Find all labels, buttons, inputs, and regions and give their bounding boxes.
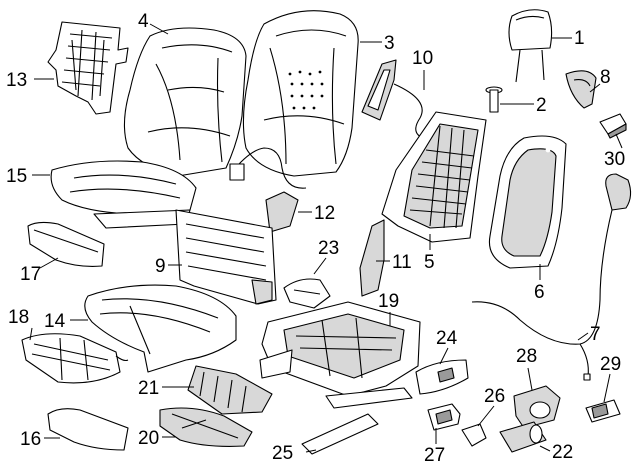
callout-26: 26	[484, 386, 505, 407]
callout-21: 21	[138, 378, 159, 399]
callout-9: 9	[155, 256, 166, 277]
part-23-hinge-cover	[283, 278, 331, 309]
part-25-inner-trim	[301, 413, 379, 455]
callout-17: 17	[20, 264, 41, 285]
callout-18: 18	[8, 307, 29, 328]
part-9-heater-mat-back	[175, 209, 277, 305]
part-13-back-heater	[47, 21, 129, 115]
callout-19: 19	[378, 291, 399, 312]
callout-12: 12	[314, 203, 335, 224]
part-10-side-airbag	[361, 59, 431, 141]
callout-8: 8	[600, 67, 611, 88]
callout-20: 20	[138, 428, 159, 449]
part-15-cushion-cover	[50, 160, 197, 229]
callout-22: 22	[552, 442, 573, 463]
part-29-memory-switch	[585, 399, 621, 423]
callout-2: 2	[536, 95, 547, 116]
part-2-headrest-guide	[485, 86, 503, 113]
part-30-release-knob	[599, 113, 627, 139]
callout-30: 30	[604, 149, 625, 170]
callout-11: 11	[392, 252, 412, 273]
part-18-cushion-heater	[21, 333, 129, 384]
part-22-lumbar-pump	[499, 421, 547, 453]
callout-14: 14	[44, 311, 66, 332]
part-11-side-bracket	[359, 219, 385, 297]
callout-13: 13	[6, 70, 27, 91]
part-27-switch	[427, 403, 461, 431]
part-28-actuator	[513, 385, 561, 429]
part-16-extension-pad	[47, 408, 129, 451]
part-14-cushion-pad	[84, 284, 237, 373]
part-12-control-module	[229, 147, 307, 233]
part-6-rear-panel	[488, 135, 567, 269]
callout-labels: 1 2 3 4 5 6 7 8 9 10 11 12 13 14 15 16 1…	[6, 11, 625, 466]
callout-25: 25	[272, 443, 293, 464]
callout-1: 1	[574, 28, 585, 49]
callout-10: 10	[412, 48, 433, 69]
leader-lines	[29, 23, 623, 453]
callout-27: 27	[424, 445, 445, 466]
callout-3: 3	[384, 33, 395, 54]
callout-4: 4	[138, 11, 149, 32]
part-5-backrest-frame	[381, 111, 487, 243]
part-3-backrest-cover	[242, 10, 359, 177]
perforation-dots	[288, 70, 324, 110]
callout-16: 16	[20, 429, 41, 450]
callout-15: 15	[6, 166, 27, 187]
part-24-outer-trim	[415, 359, 469, 395]
callout-29: 29	[600, 354, 621, 375]
part-26-clip	[461, 423, 487, 447]
part-17-extension-cover	[27, 221, 105, 267]
callout-28: 28	[516, 346, 537, 367]
callout-6: 6	[534, 282, 545, 303]
part-8-side-trim	[565, 70, 597, 109]
part-19-seat-track	[259, 301, 421, 409]
callout-5: 5	[424, 252, 435, 273]
callout-24: 24	[436, 328, 458, 349]
part-1-headrest	[508, 9, 553, 83]
part-20-lower-panel	[159, 407, 253, 447]
part-21-motor	[187, 365, 273, 415]
part-7-wire-harness	[471, 173, 632, 381]
part-4-backrest-pad	[123, 27, 247, 177]
callout-23: 23	[318, 238, 339, 259]
callout-7: 7	[590, 324, 601, 345]
